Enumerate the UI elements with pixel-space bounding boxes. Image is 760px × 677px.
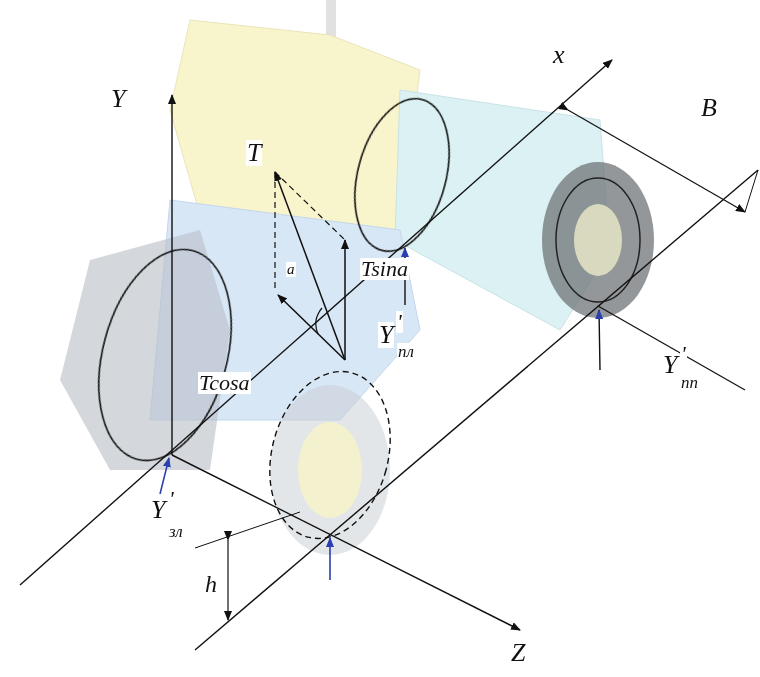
diagram-label: пл <box>397 343 415 360</box>
diagram-label: зл <box>168 523 184 540</box>
rear-right-wheel <box>252 358 408 552</box>
diagram-label: Tsina <box>360 258 409 280</box>
diagram-label: T <box>246 140 262 166</box>
diagram-label: ' <box>680 343 687 365</box>
diagram-label: x <box>552 42 566 68</box>
front-right-tire <box>542 162 654 318</box>
diagram-label: ' <box>168 488 175 510</box>
rear-left-wheel <box>77 235 253 476</box>
diagram-label: Y <box>662 352 678 378</box>
height-dimension <box>227 540 228 620</box>
diagram-label: Y <box>150 497 166 523</box>
track-width-dimension <box>568 110 745 212</box>
front-axle-line <box>598 306 745 390</box>
diagram-label: Tcosa <box>198 372 251 394</box>
construction-line <box>274 172 275 292</box>
force-component <box>278 295 345 360</box>
diagram-label: пп <box>680 374 699 391</box>
force-vector <box>275 172 345 360</box>
reaction-arrow <box>599 310 600 370</box>
front-left-wheel <box>339 88 464 261</box>
diagram-label: a <box>286 262 296 277</box>
construction-line <box>275 172 345 240</box>
force-component <box>344 240 346 360</box>
x-axis <box>20 60 612 585</box>
diagram-label: h <box>204 572 218 596</box>
angle-arc <box>316 308 322 334</box>
diagram-label: Y <box>378 322 394 348</box>
extension-line <box>195 512 300 548</box>
diagram-label: B <box>700 95 718 121</box>
diagram-label: Z <box>510 640 526 666</box>
reaction-arrow <box>329 538 331 580</box>
diagram-label: ' <box>396 311 403 333</box>
z-axis <box>172 455 520 630</box>
y-axis <box>171 95 172 455</box>
diagram-label: Y <box>110 86 126 112</box>
extension-line <box>745 170 758 212</box>
right-track-line <box>195 170 758 650</box>
tractor-body <box>60 0 610 555</box>
